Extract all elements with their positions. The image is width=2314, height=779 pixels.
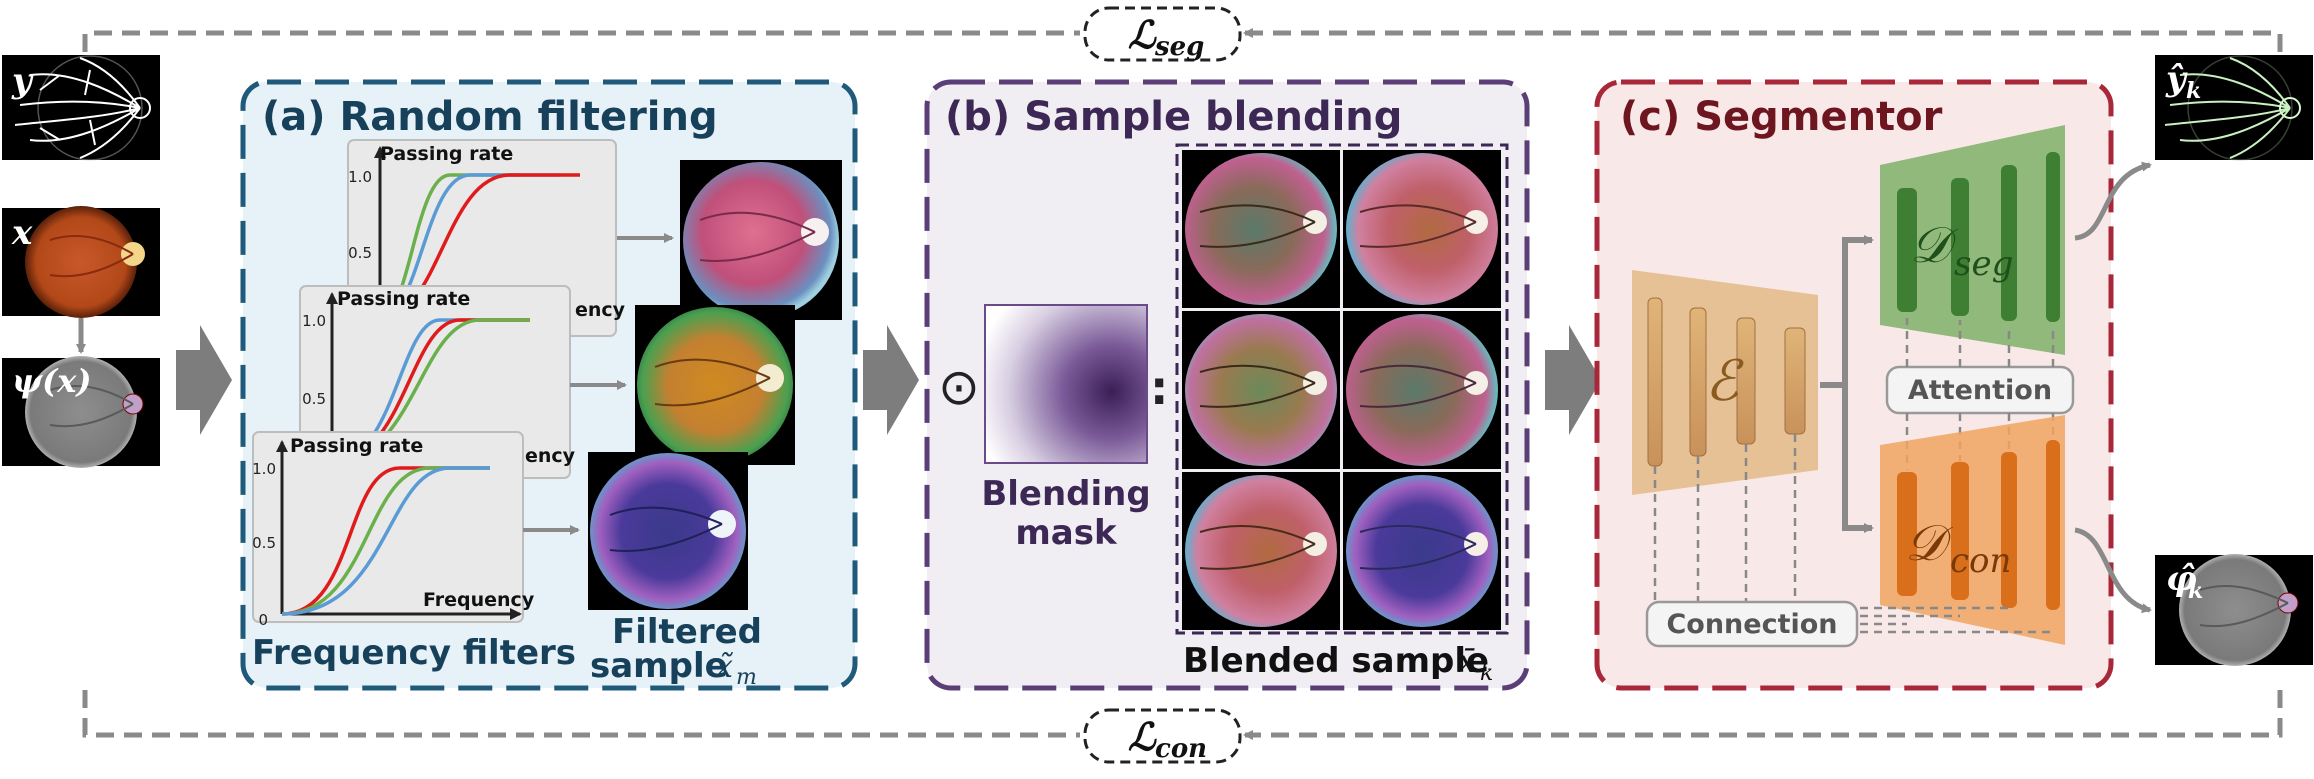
- filtered-sample-2: [635, 305, 795, 465]
- filter-plot-front-tick-3: 0: [258, 611, 268, 629]
- filter-plot-back-tick-1: 1.0: [348, 168, 372, 186]
- panel-b-title: (b) Sample blending: [945, 94, 1402, 140]
- seg-loss-sub: seg: [1154, 32, 1204, 62]
- skip-connections: [1653, 434, 2053, 634]
- filter-plot-middle-tick-2: 0.5: [302, 390, 326, 408]
- filter-plot-front-xlabel: Frequency: [423, 589, 535, 611]
- dcon-trapezoid: [1880, 415, 2065, 645]
- filtered-caption-line1: Filtered: [612, 612, 762, 652]
- blended-caption: Blended sample: [1183, 641, 1489, 681]
- output-con-map: [2155, 554, 2313, 666]
- filter-plot-middle-tick-1: 1.0: [302, 312, 326, 330]
- filter-plot-back-tick-2: 0.5: [348, 244, 372, 262]
- con-loss-right-path: [1243, 690, 2283, 740]
- con-loss-box: [1083, 708, 1242, 764]
- filter-plot-back-xlabel-partial: ency: [575, 299, 626, 321]
- stage-arrow-1: [176, 325, 232, 435]
- blended-sample-r1c2: [1343, 150, 1501, 308]
- encoder-symbol: ℰ: [1705, 349, 1744, 414]
- blending-mask: [984, 304, 1148, 464]
- seg-loss-symbol: ℒ: [1128, 12, 1157, 57]
- input-label-map: [2, 55, 160, 161]
- encoder-to-dseg-arrow: [1820, 235, 1874, 388]
- panel-c-title: (c) Segmentor: [1620, 94, 1943, 140]
- blended-sample-sub: k: [1480, 661, 1493, 686]
- input-label-y-text: y: [11, 61, 34, 101]
- blended-sample-r2c1: [1182, 311, 1340, 469]
- input-x-text: x: [11, 213, 33, 253]
- blended-grid-frame: [1175, 143, 1509, 635]
- input-image-psi: [2, 356, 160, 468]
- encoder-to-dcon-arrow: [1842, 385, 1874, 533]
- filtered-sample-3: [588, 452, 748, 610]
- dseg-trapezoid: [1880, 125, 2065, 355]
- output-phihat-sub: k: [2188, 578, 2203, 604]
- blended-sample-r3c1: [1182, 472, 1340, 630]
- blending-mask-caption-line1: Blending: [981, 474, 1150, 514]
- stage-arrow-2: [863, 325, 919, 435]
- blended-sample-r1c1: [1182, 150, 1340, 308]
- filter-plot-front-tick-2: 0.5: [252, 534, 276, 552]
- output-seg-map: [2155, 55, 2313, 161]
- stage-arrow-3: [1545, 325, 1601, 435]
- filter-plot-back-ylabel: Passing rate: [380, 143, 513, 165]
- frequency-filters-caption: Frequency filters: [252, 633, 576, 673]
- blended-sample-symbol: x̄: [1458, 642, 1476, 680]
- blended-sample-r3c2: [1343, 472, 1501, 630]
- output-phihat-text: φ̂: [2166, 559, 2197, 599]
- connection-label: Connection: [1666, 609, 1837, 640]
- attention-box: [1885, 365, 2075, 415]
- filter-plot-middle-ylabel: Passing rate: [337, 288, 470, 310]
- dseg-sub: seg: [1954, 244, 2013, 284]
- filtered-sample-sub: m: [736, 665, 757, 690]
- output-yhat-sub: k: [2186, 78, 2201, 104]
- con-loss-symbol: ℒ: [1128, 714, 1157, 759]
- colon-operator: :: [1150, 361, 1168, 415]
- seg-loss-left-path: [82, 30, 1080, 80]
- filter-plot-middle-xlabel-partial: ency: [525, 445, 576, 467]
- seg-loss-right-path: [1243, 28, 2283, 80]
- encoder-trapezoid: [1632, 270, 1818, 495]
- seg-loss-box: [1083, 6, 1242, 62]
- dcon-output-arrow: [2074, 527, 2152, 614]
- output-yhat-text: ŷ: [2165, 59, 2188, 99]
- input-psi-text: ψ(x): [12, 362, 91, 400]
- blended-sample-r2c2: [1343, 311, 1501, 469]
- con-loss-left-path: [82, 690, 1080, 738]
- filter-plot-front-tick-1: 1.0: [252, 460, 276, 478]
- blending-mask-caption-line2: mask: [1015, 513, 1118, 553]
- filtered-caption-line2: sample: [590, 646, 728, 686]
- odot-operator: ⊙: [938, 358, 980, 416]
- filtered-sample-1: [680, 160, 842, 320]
- input-image-x: [2, 206, 160, 318]
- filter-plot-front: [252, 431, 524, 623]
- filtered-sample-symbol: x̃: [715, 647, 734, 685]
- panel-a-title: (a) Random filtering: [262, 94, 718, 140]
- attention-label: Attention: [1908, 375, 2052, 406]
- con-loss-sub: con: [1155, 734, 1207, 764]
- dseg-output-arrow: [2074, 161, 2152, 241]
- connection-box: [1645, 600, 1859, 648]
- filter-plot-front-ylabel: Passing rate: [290, 435, 423, 457]
- dcon-layers: [1897, 440, 2060, 610]
- dseg-layers: [1897, 152, 2060, 322]
- dcon-sub: con: [1950, 541, 2011, 581]
